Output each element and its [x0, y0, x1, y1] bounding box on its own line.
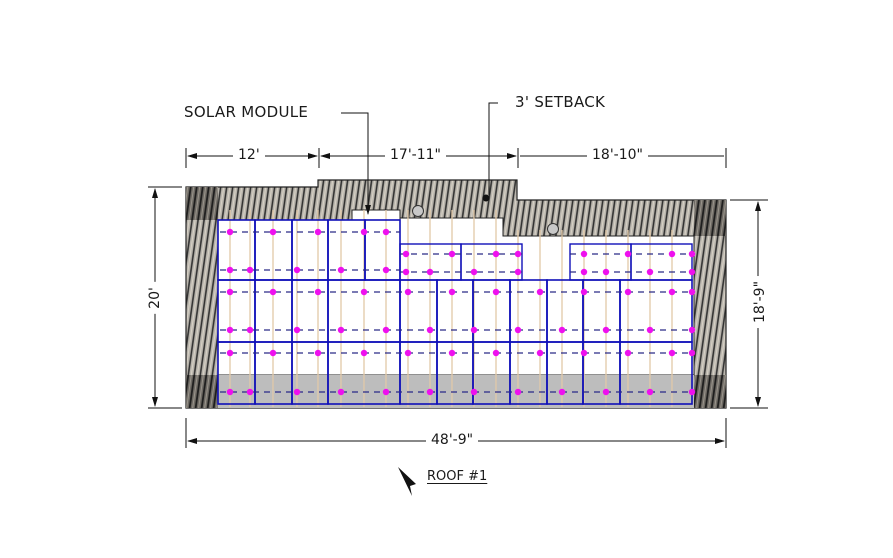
roof-vents [412, 205, 559, 235]
solar-modules [217, 219, 693, 405]
dimension-bottom-total: 48'-9" [426, 432, 479, 448]
dimension-top-segment-2: 17'-11" [385, 147, 446, 163]
usable-roof-area [217, 209, 695, 408]
dimension-right-height: 18'-9" [752, 275, 769, 329]
callout-leaders [341, 102, 498, 215]
setback-callout: 3' SETBACK [515, 93, 606, 111]
dimension-left-height: 20' [146, 282, 163, 314]
solar-module-callout: SOLAR MODULE [184, 103, 309, 121]
dimension-top-segment-3: 18'-10" [587, 147, 648, 163]
module-group-lower [217, 341, 693, 405]
vent-icon [547, 223, 559, 235]
attachment-points [226, 228, 696, 396]
roof-title: ROOF #1 [427, 469, 488, 484]
dimension-top-segment-1: 12' [233, 147, 265, 163]
north-arrow-icon [398, 467, 416, 496]
vent-icon [412, 205, 424, 217]
rafters [229, 210, 673, 407]
